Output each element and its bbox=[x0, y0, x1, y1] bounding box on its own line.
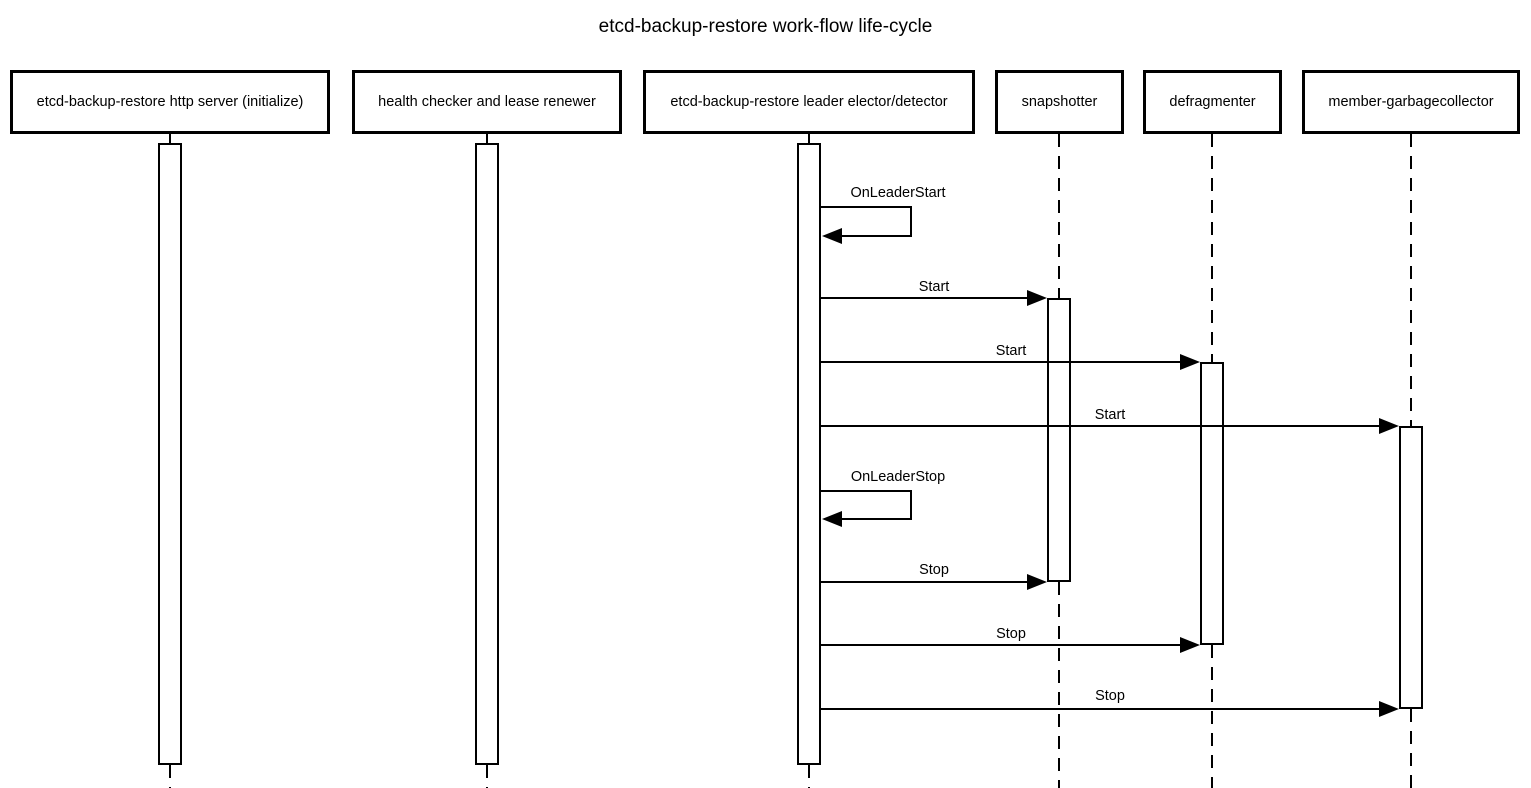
arrowhead-right-icon bbox=[1027, 574, 1047, 590]
activation-bar-member-garbagecollector bbox=[1399, 426, 1423, 709]
participant-label-snapshotter: snapshotter bbox=[1021, 94, 1098, 110]
message-arrow-start-defragmenter bbox=[821, 354, 1200, 370]
participant-box-member-garbagecollector: member-garbagecollector bbox=[1302, 70, 1520, 134]
arrowhead-right-icon bbox=[1180, 354, 1200, 370]
activation-bar-health-checker bbox=[475, 143, 499, 765]
arrowhead-right-icon bbox=[1379, 701, 1399, 717]
participant-label-http-server: etcd-backup-restore http server (initial… bbox=[36, 94, 304, 110]
message-label-stop-member-garbagecollector: Stop bbox=[1095, 688, 1125, 704]
message-arrow-start-snapshotter bbox=[821, 290, 1047, 306]
participant-label-leader-elector: etcd-backup-restore leader elector/detec… bbox=[670, 94, 948, 110]
participant-box-http-server: etcd-backup-restore http server (initial… bbox=[10, 70, 330, 134]
message-label-start-defragmenter: Start bbox=[995, 343, 1027, 359]
participant-box-snapshotter: snapshotter bbox=[995, 70, 1124, 134]
lifeline-stubs bbox=[169, 134, 810, 145]
self-message-onleaderstop bbox=[821, 490, 912, 527]
arrowhead-right-icon bbox=[1379, 418, 1399, 434]
self-message-onleaderstart bbox=[821, 206, 912, 244]
arrowhead-right-icon bbox=[1027, 290, 1047, 306]
message-label-onleaderstop: OnLeaderStop bbox=[850, 469, 946, 485]
activation-bar-leader-elector bbox=[797, 143, 821, 765]
arrowhead-left-icon bbox=[822, 228, 842, 244]
message-label-stop-snapshotter: Stop bbox=[919, 562, 949, 578]
activation-bar-defragmenter bbox=[1200, 362, 1224, 645]
participant-label-health-checker: health checker and lease renewer bbox=[378, 94, 596, 110]
message-label-start-member-garbagecollector: Start bbox=[1094, 407, 1126, 423]
message-arrow-stop-member-garbagecollector bbox=[821, 701, 1399, 717]
activation-bar-snapshotter bbox=[1047, 298, 1071, 582]
message-label-start-snapshotter: Start bbox=[918, 279, 950, 295]
activation-bar-http-server bbox=[158, 143, 182, 765]
diagram-title: etcd-backup-restore work-flow life-cycle bbox=[598, 16, 933, 37]
message-label-stop-defragmenter: Stop bbox=[996, 626, 1026, 642]
message-arrow-stop-defragmenter bbox=[821, 637, 1200, 653]
participant-box-health-checker: health checker and lease renewer bbox=[352, 70, 622, 134]
participant-label-member-garbagecollector: member-garbagecollector bbox=[1328, 94, 1494, 110]
lifelines bbox=[169, 134, 1412, 788]
participant-label-defragmenter: defragmenter bbox=[1169, 94, 1256, 110]
participant-box-leader-elector: etcd-backup-restore leader elector/detec… bbox=[643, 70, 975, 134]
message-arrow-start-member-garbagecollector bbox=[821, 418, 1399, 434]
message-arrow-stop-snapshotter bbox=[821, 574, 1047, 590]
participant-box-defragmenter: defragmenter bbox=[1143, 70, 1282, 134]
arrowhead-left-icon bbox=[822, 511, 842, 527]
arrowhead-right-icon bbox=[1180, 637, 1200, 653]
message-label-onleaderstart: OnLeaderStart bbox=[850, 185, 946, 201]
